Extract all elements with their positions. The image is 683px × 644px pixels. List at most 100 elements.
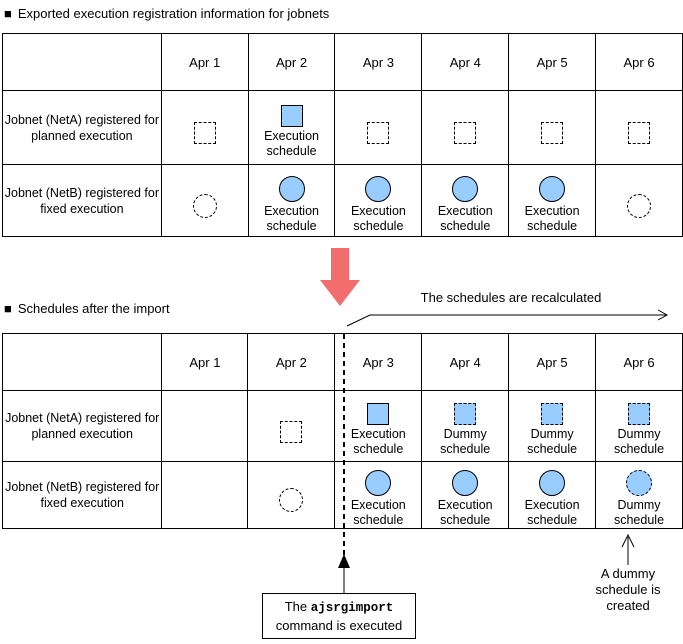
column-header: Apr 5 — [508, 33, 597, 91]
section-bullet-icon: ■ — [4, 301, 12, 316]
column-header: Apr 2 — [247, 33, 336, 91]
row-label: Jobnet (NetA) registered for planned exe… — [1, 390, 163, 462]
command-note-line1: The ajsrgimport — [284, 599, 394, 615]
schedule-label: Execution schedule — [437, 203, 493, 233]
imported-section-title: ■ Schedules after the import — [4, 301, 170, 316]
planned-empty-square-icon — [367, 122, 390, 144]
schedule-label: Dummy schedule — [613, 427, 665, 456]
schedule-cell — [595, 164, 683, 237]
execution-circle-icon — [278, 175, 305, 202]
execution-circle-icon — [452, 175, 479, 202]
imported-section-title-text: Schedules after the import — [17, 301, 170, 316]
execution-circle-icon — [539, 470, 566, 496]
schedule-cell: Execution schedule — [334, 461, 423, 529]
column-header: Apr 4 — [421, 333, 510, 391]
schedule-cell: Execution schedule — [334, 390, 423, 462]
dummy-schedule-arrow-icon — [621, 533, 635, 565]
corner-cell — [2, 33, 162, 91]
schedule-cell — [160, 164, 249, 237]
schedule-cell: Dummy schedule — [508, 390, 597, 462]
fixed-empty-circle-icon — [192, 193, 217, 218]
corner-cell — [1, 333, 163, 391]
recalculated-note: The schedules are recalculated — [420, 290, 602, 305]
execution-square-icon — [280, 104, 303, 127]
row-label: Jobnet (NetB) registered for fixed execu… — [2, 164, 162, 237]
execution-square-icon — [367, 403, 390, 425]
column-header: Apr 6 — [595, 33, 683, 91]
schedule-cell — [161, 390, 249, 462]
schedule-label: Execution schedule — [350, 203, 406, 233]
schedule-cell — [421, 90, 510, 165]
dummy-circle-icon — [626, 470, 653, 496]
schedule-cell — [508, 90, 597, 165]
execution-circle-icon — [365, 470, 392, 496]
schedule-cell: Execution schedule — [247, 164, 336, 237]
schedule-label: Execution schedule — [524, 498, 580, 527]
imported-schedule-table: Apr 1 Apr 2 Apr 3 Apr 4 Apr 5 Apr 6 Jobn… — [1, 333, 683, 529]
table-row: Jobnet (NetA) registered for planned exe… — [1, 390, 683, 462]
table-header-row: Apr 1 Apr 2 Apr 3 Apr 4 Apr 5 Apr 6 — [2, 33, 683, 91]
schedule-label: Execution schedule — [350, 498, 406, 527]
column-header: Apr 4 — [421, 33, 510, 91]
import-down-arrow-icon — [320, 248, 360, 306]
column-header: Apr 3 — [334, 333, 423, 391]
schedule-cell: Dummy schedule — [595, 390, 683, 462]
schedule-cell: Dummy schedule — [595, 461, 683, 529]
schedule-cell: Execution schedule — [508, 164, 597, 237]
schedule-cell: Dummy schedule — [421, 390, 510, 462]
recalculated-arrow-icon — [346, 309, 669, 327]
schedule-cell — [595, 90, 683, 165]
column-header: Apr 1 — [161, 333, 249, 391]
dummy-square-icon — [628, 403, 651, 425]
command-note-box: The ajsrgimport command is executed — [262, 593, 416, 639]
schedule-cell: Execution schedule — [334, 164, 423, 237]
planned-empty-square-icon — [628, 122, 651, 144]
row-label: Jobnet (NetB) registered for fixed execu… — [1, 461, 163, 529]
planned-empty-square-icon — [541, 122, 564, 144]
schedule-label: Dummy schedule — [440, 427, 491, 456]
schedule-cell — [247, 390, 336, 462]
schedule-label: Execution schedule — [437, 498, 493, 527]
exported-section-title-text: Exported execution registration informat… — [17, 6, 330, 21]
command-name: ajsrgimport — [310, 601, 394, 615]
table-row: Jobnet (NetA) registered for planned exe… — [2, 90, 683, 165]
exported-schedule-table: Apr 1 Apr 2 Apr 3 Apr 4 Apr 5 Apr 6 Jobn… — [2, 33, 683, 237]
schedule-cell — [247, 461, 336, 529]
fixed-empty-circle-icon — [279, 488, 304, 512]
column-header: Apr 5 — [508, 333, 597, 391]
schedule-label: Dummy schedule — [527, 427, 578, 456]
dummy-square-icon — [541, 403, 564, 425]
section-bullet-icon: ■ — [4, 6, 12, 21]
schedule-label: Execution schedule — [524, 203, 580, 233]
schedule-cell — [334, 90, 423, 165]
dummy-square-icon — [454, 403, 477, 425]
exported-section-title: ■ Exported execution registration informa… — [4, 6, 329, 21]
dummy-schedule-note: A dummy schedule is created — [595, 566, 661, 613]
planned-empty-square-icon — [454, 122, 477, 144]
planned-empty-square-icon — [280, 420, 303, 443]
schedule-cell: Execution schedule — [421, 461, 510, 529]
execution-circle-icon — [365, 175, 392, 202]
schedule-label: Execution schedule — [350, 427, 406, 456]
schedule-label: Execution schedule — [264, 203, 319, 233]
schedule-cell: Execution schedule — [508, 461, 597, 529]
command-arrow-icon — [338, 554, 350, 593]
column-header: Apr 2 — [247, 333, 336, 391]
table-row: Jobnet (NetB) registered for fixed execu… — [1, 461, 683, 529]
schedule-cell: Execution schedule — [247, 90, 336, 165]
schedule-cell — [160, 90, 249, 165]
row-label: Jobnet (NetA) registered for planned exe… — [2, 90, 162, 165]
execution-circle-icon — [452, 470, 479, 496]
schedule-cell: Execution schedule — [421, 164, 510, 237]
schedule-label: Execution schedule — [264, 128, 319, 158]
planned-empty-square-icon — [193, 122, 216, 144]
table-row: Jobnet (NetB) registered for fixed execu… — [2, 164, 683, 237]
column-header: Apr 6 — [595, 333, 683, 391]
table-header-row: Apr 1 Apr 2 Apr 3 Apr 4 Apr 5 Apr 6 — [1, 333, 683, 391]
column-header: Apr 1 — [160, 33, 249, 91]
command-note-line2: command is executed — [275, 618, 403, 633]
schedule-cell — [161, 461, 249, 529]
execution-circle-icon — [539, 175, 566, 202]
column-header: Apr 3 — [334, 33, 423, 91]
